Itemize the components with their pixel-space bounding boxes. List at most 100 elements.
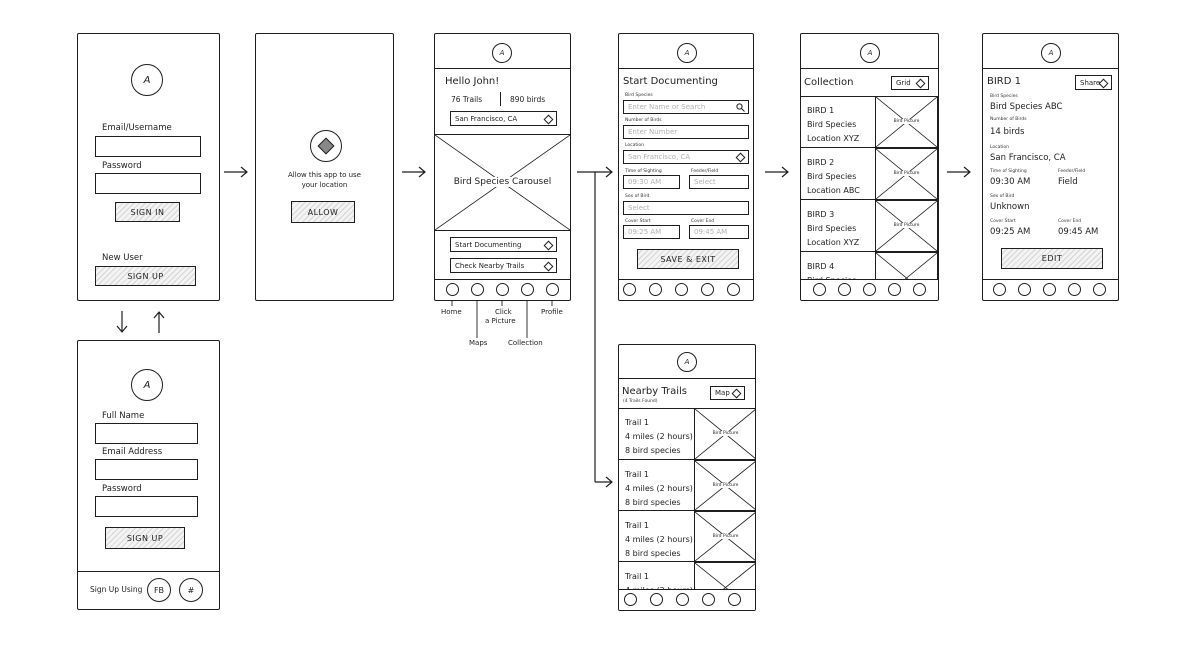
hashtag-button[interactable]: # (179, 578, 203, 602)
password-label: Password (102, 161, 142, 171)
edit-button[interactable]: EDIT (1001, 248, 1103, 269)
collection-item[interactable]: BIRD 3 Bird Species Location XYZ Bird Pi… (801, 200, 938, 252)
tab-collection[interactable] (702, 593, 715, 606)
bird-species-placeholder: Enter Name or Search (628, 103, 706, 111)
annotation-lines (451, 300, 553, 338)
tab-maps[interactable] (471, 283, 484, 296)
bird-species-search[interactable]: Enter Name or Search (623, 100, 749, 114)
tab-home[interactable] (624, 593, 637, 606)
facebook-button[interactable]: FB (147, 578, 171, 602)
annotation-home: Home (441, 308, 462, 316)
tab-home[interactable] (993, 283, 1006, 296)
sign-up-submit-button[interactable]: SIGN UP (105, 527, 185, 549)
bird-species-carousel[interactable]: Bird Species Carousel (435, 134, 570, 231)
location-label: Location (990, 145, 1010, 150)
share-label: Share (1080, 78, 1101, 87)
tab-profile[interactable] (1093, 283, 1106, 296)
dropdown-icon (543, 114, 554, 124)
app-logo: A (860, 43, 880, 63)
item-location: Location XYZ (807, 134, 860, 143)
time-field[interactable]: 09:30 AM (623, 175, 680, 189)
tab-profile[interactable] (727, 283, 740, 296)
search-icon (736, 103, 745, 112)
password-label: Password (102, 484, 142, 494)
tab-collection[interactable] (701, 283, 714, 296)
full-name-field[interactable] (95, 423, 198, 444)
email-label: Email/Username (102, 123, 172, 133)
up-arrow-icon (153, 311, 165, 333)
right-arrow-icon (224, 166, 248, 178)
start-documenting-button[interactable]: Start Documenting (450, 237, 557, 252)
cover-start-value: 09:25 AM (990, 227, 1031, 237)
cover-end-label: Cover End (1058, 219, 1082, 224)
tab-home[interactable] (623, 283, 636, 296)
feeder-value: Field (1058, 177, 1078, 187)
tab-profile[interactable] (728, 593, 741, 606)
view-toggle[interactable]: Grid (891, 76, 929, 90)
login-screen: A Email/Username Password SIGN IN New Us… (77, 33, 220, 301)
bird-picture: Bird Picture (875, 148, 938, 200)
share-button[interactable]: Share (1075, 75, 1112, 90)
trail-species: 8 bird species (625, 549, 681, 558)
allow-button[interactable]: ALLOW (291, 201, 355, 223)
tab-home[interactable] (446, 283, 459, 296)
trail-item[interactable]: Trail 1 4 miles (2 hours) 8 bird species… (619, 511, 755, 562)
sex-select[interactable]: Select (623, 201, 749, 215)
num-birds-field[interactable]: Enter Number (623, 125, 749, 139)
list-top-divider (619, 408, 755, 409)
sex-value: Unknown (990, 202, 1030, 212)
tab-camera[interactable] (675, 283, 688, 296)
annotation-collection: Collection (508, 339, 543, 347)
collection-item[interactable]: BIRD 1 Bird Species Location XYZ Bird Pi… (801, 96, 938, 148)
location-logo (310, 130, 342, 162)
tab-profile[interactable] (913, 283, 926, 296)
map-label: Map (715, 389, 730, 397)
feeder-select[interactable]: Select (689, 175, 749, 189)
tab-maps[interactable] (649, 283, 662, 296)
trail-name: Trail 1 (625, 572, 649, 581)
sign-up-button[interactable]: SIGN UP (95, 266, 196, 286)
bird-title: BIRD 1 (987, 76, 1021, 87)
dropdown-icon (735, 152, 746, 163)
email-address-field[interactable] (95, 459, 198, 480)
tab-maps[interactable] (650, 593, 663, 606)
save-exit-button[interactable]: SAVE & EXIT (637, 249, 739, 269)
trail-distance: 4 miles (2 hours) (625, 484, 693, 493)
item-name: BIRD 4 (807, 262, 835, 271)
tab-maps[interactable] (1018, 283, 1031, 296)
cover-end-field[interactable]: 09:45 AM (689, 225, 749, 239)
sign-in-button[interactable]: SIGN IN (115, 202, 180, 222)
arrow-icon (543, 240, 554, 250)
trail-item[interactable]: Trail 1 4 miles (2 hours) 8 bird species… (619, 408, 755, 460)
right-arrow-icon (765, 166, 789, 178)
cover-start-field[interactable]: 09:25 AM (623, 225, 680, 239)
check-trails-button[interactable]: Check Nearby Trails (450, 258, 557, 273)
password-field[interactable] (95, 173, 201, 194)
collection-item[interactable]: BIRD 2 Bird Species Location ABC Bird Pi… (801, 148, 938, 200)
tab-home[interactable] (813, 283, 826, 296)
tab-camera[interactable] (496, 283, 509, 296)
password-field[interactable] (95, 496, 198, 517)
annotation-profile: Profile (541, 308, 563, 316)
tab-maps[interactable] (838, 283, 851, 296)
email-field[interactable] (95, 136, 201, 157)
tab-camera[interactable] (863, 283, 876, 296)
map-toggle[interactable]: Map (710, 386, 745, 400)
location-select[interactable]: San Francisco, CA (623, 150, 749, 164)
view-value: Grid (896, 79, 911, 87)
trails-subtitle: (4 Trails Found) (623, 399, 658, 404)
item-name: BIRD 2 (807, 158, 835, 167)
tab-bar (983, 279, 1118, 300)
cover-start-label: Cover Start (990, 219, 1016, 224)
bird-species-label: Bird Species (625, 93, 653, 98)
location-select[interactable]: San Francisco, CA (450, 111, 557, 126)
tab-camera[interactable] (1043, 283, 1056, 296)
bird-picture: Bird Picture (694, 460, 755, 511)
tab-profile[interactable] (546, 283, 559, 296)
tab-collection[interactable] (521, 283, 534, 296)
header-divider (619, 378, 755, 379)
trail-item[interactable]: Trail 1 4 miles (2 hours) 8 bird species… (619, 460, 755, 511)
tab-camera[interactable] (676, 593, 689, 606)
tab-collection[interactable] (1068, 283, 1081, 296)
tab-collection[interactable] (888, 283, 901, 296)
